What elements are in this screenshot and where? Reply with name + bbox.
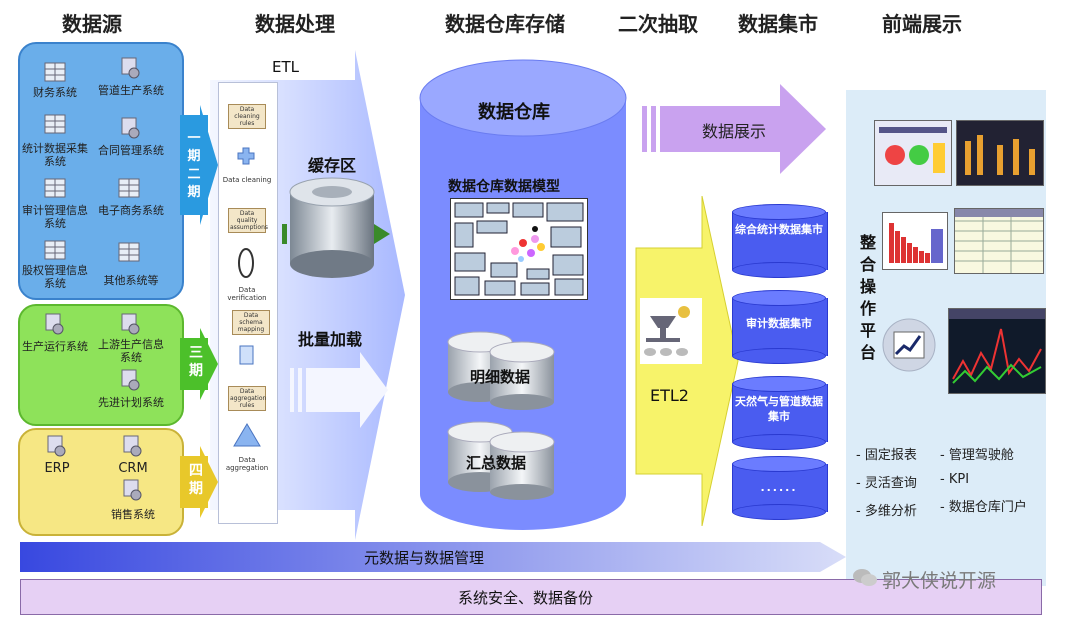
source-item: 上游生产信息系统 xyxy=(98,338,164,364)
server-gear-icon xyxy=(121,57,140,79)
source-item: 管道生产系统 xyxy=(98,84,164,97)
table-screenshot xyxy=(954,208,1044,274)
etl-rule-box: Data cleaning rules xyxy=(228,104,266,129)
etl-title: ETL xyxy=(272,58,299,76)
feature-item: - KPI xyxy=(940,472,970,487)
server-gear-icon xyxy=(123,479,142,501)
database-icon xyxy=(118,242,140,262)
database-icon xyxy=(44,240,66,260)
feature-item: - 多维分析 xyxy=(856,504,917,519)
cache-cylinder-icon xyxy=(282,177,390,278)
mart-label: 天然气与管道数据集市 xyxy=(735,395,823,423)
header-warehouse: 数据仓库存储 xyxy=(445,12,565,36)
trend-chart-icon xyxy=(882,318,936,372)
header-source: 数据源 xyxy=(62,12,122,36)
phase4-arrowhead xyxy=(200,446,218,518)
source-item: 其他系统等 xyxy=(103,274,159,287)
metadata-bar xyxy=(20,542,846,572)
etl-rule-box: Data schema mapping xyxy=(232,310,270,335)
mart-cylinder: 天然气与管道数据集市 xyxy=(732,376,828,454)
header-extraction: 二次抽取 xyxy=(618,12,698,36)
watermark-text: 郭大侠说开源 xyxy=(882,570,997,592)
header-processing: 数据处理 xyxy=(255,12,335,36)
phase4-label: 四期 xyxy=(189,463,203,497)
document-icon xyxy=(239,345,254,365)
mart-cylinder: ...... xyxy=(732,456,828,526)
mart-label: 综合统计数据集市 xyxy=(735,223,823,236)
detail-cylinders-icon xyxy=(447,331,555,410)
model-label: 数据仓库数据模型 xyxy=(448,179,560,195)
server-gear-icon xyxy=(121,313,140,335)
source-item: CRM xyxy=(118,461,148,476)
source-item: 销售系统 xyxy=(111,508,155,521)
warehouse-title: 数据仓库 xyxy=(478,102,550,123)
database-icon xyxy=(44,178,66,198)
source-item: 财务系统 xyxy=(33,86,77,99)
etl-rule-box: Data quality assumptions xyxy=(228,208,269,233)
batch-load-label: 批量加载 xyxy=(298,330,363,349)
display-arrow xyxy=(642,84,826,174)
feature-item: - 灵活查询 xyxy=(856,476,917,491)
server-gear-icon xyxy=(121,369,140,391)
phase3-label: 三期 xyxy=(189,345,203,379)
database-icon xyxy=(44,62,66,82)
line-chart-screenshot xyxy=(948,308,1046,394)
summary-label: 汇总数据 xyxy=(466,454,527,472)
mart-cylinder: 综合统计数据集市 xyxy=(732,204,828,282)
feature-item: - 管理驾驶舱 xyxy=(940,448,1014,463)
etl-step-label: Data aggregation xyxy=(225,456,269,472)
mart-cylinder: 审计数据集市 xyxy=(732,290,828,368)
feature-item: - 固定报表 xyxy=(856,448,917,463)
source-item: 统计数据采集系统 xyxy=(22,142,88,168)
source-item: 合同管理系统 xyxy=(98,144,164,157)
cache-label: 缓存区 xyxy=(308,156,357,175)
wechat-icon xyxy=(853,569,877,586)
database-icon xyxy=(118,178,140,198)
platform-label: 整合操作平台 xyxy=(860,233,877,362)
mart-label: ...... xyxy=(760,481,798,494)
report-screenshot xyxy=(956,120,1044,186)
source-item: 先进计划系统 xyxy=(98,396,164,409)
etl-step-label: Data verification xyxy=(227,286,267,302)
etl2-label: ETL2 xyxy=(650,386,689,405)
etl2-icon xyxy=(640,298,702,364)
source-item: 电子商务系统 xyxy=(98,204,164,217)
header-frontend: 前端展示 xyxy=(882,12,962,36)
server-gear-icon xyxy=(45,313,64,335)
mart-label: 审计数据集市 xyxy=(746,317,812,330)
server-gear-icon xyxy=(121,117,140,139)
etl-step-label: Data cleaning xyxy=(222,176,272,184)
pareto-chart-screenshot xyxy=(882,212,948,270)
cross-icon xyxy=(237,147,255,165)
batch-arrow-icon xyxy=(290,352,388,428)
display-arrow-label: 数据展示 xyxy=(702,122,767,141)
database-icon xyxy=(44,114,66,134)
dashboard-screenshot xyxy=(874,120,952,186)
feature-item: - 数据仓库门户 xyxy=(940,500,1027,515)
loop-icon xyxy=(238,248,254,278)
security-label: 系统安全、数据备份 xyxy=(458,589,594,607)
phase12-arrowhead xyxy=(200,105,218,225)
source-item: 股权管理信息系统 xyxy=(22,264,88,290)
metadata-label: 元数据与数据管理 xyxy=(364,549,485,567)
source-item: 生产运行系统 xyxy=(22,340,88,353)
detail-label: 明细数据 xyxy=(470,368,531,386)
source-item: 审计管理信息系统 xyxy=(22,204,88,230)
data-model-diagram xyxy=(450,198,588,300)
server-gear-icon xyxy=(47,435,66,457)
etl-rule-box: Data aggregation rules xyxy=(228,386,267,411)
phase3-arrowhead xyxy=(200,328,218,400)
header-mart: 数据集市 xyxy=(738,12,818,36)
summary-cylinders-icon xyxy=(447,421,555,500)
triangle-icon xyxy=(233,423,261,447)
server-gear-icon xyxy=(123,435,142,457)
source-item: ERP xyxy=(44,461,70,476)
phase12-label: 一期二期 xyxy=(187,131,201,200)
